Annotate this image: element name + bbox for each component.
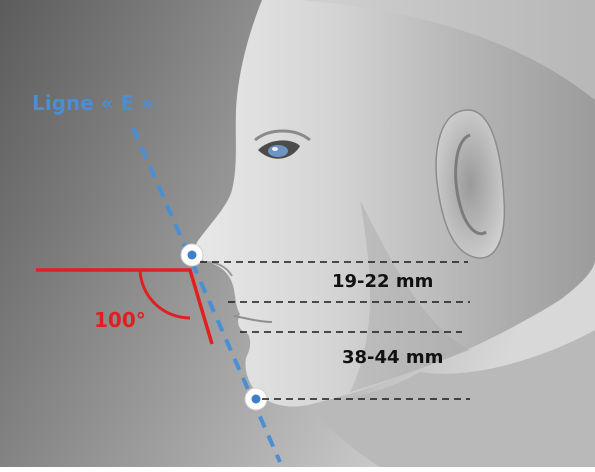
- lower-measurement-label: 38-44 mm: [342, 347, 443, 368]
- angle-label: 100°: [94, 308, 146, 332]
- eye-iris: [268, 145, 288, 157]
- e-line-label: Ligne « E »: [32, 91, 154, 115]
- upper-measurement-label: 19-22 mm: [332, 271, 433, 292]
- nose-tip-marker: [181, 244, 203, 266]
- eye-highlight: [272, 147, 278, 151]
